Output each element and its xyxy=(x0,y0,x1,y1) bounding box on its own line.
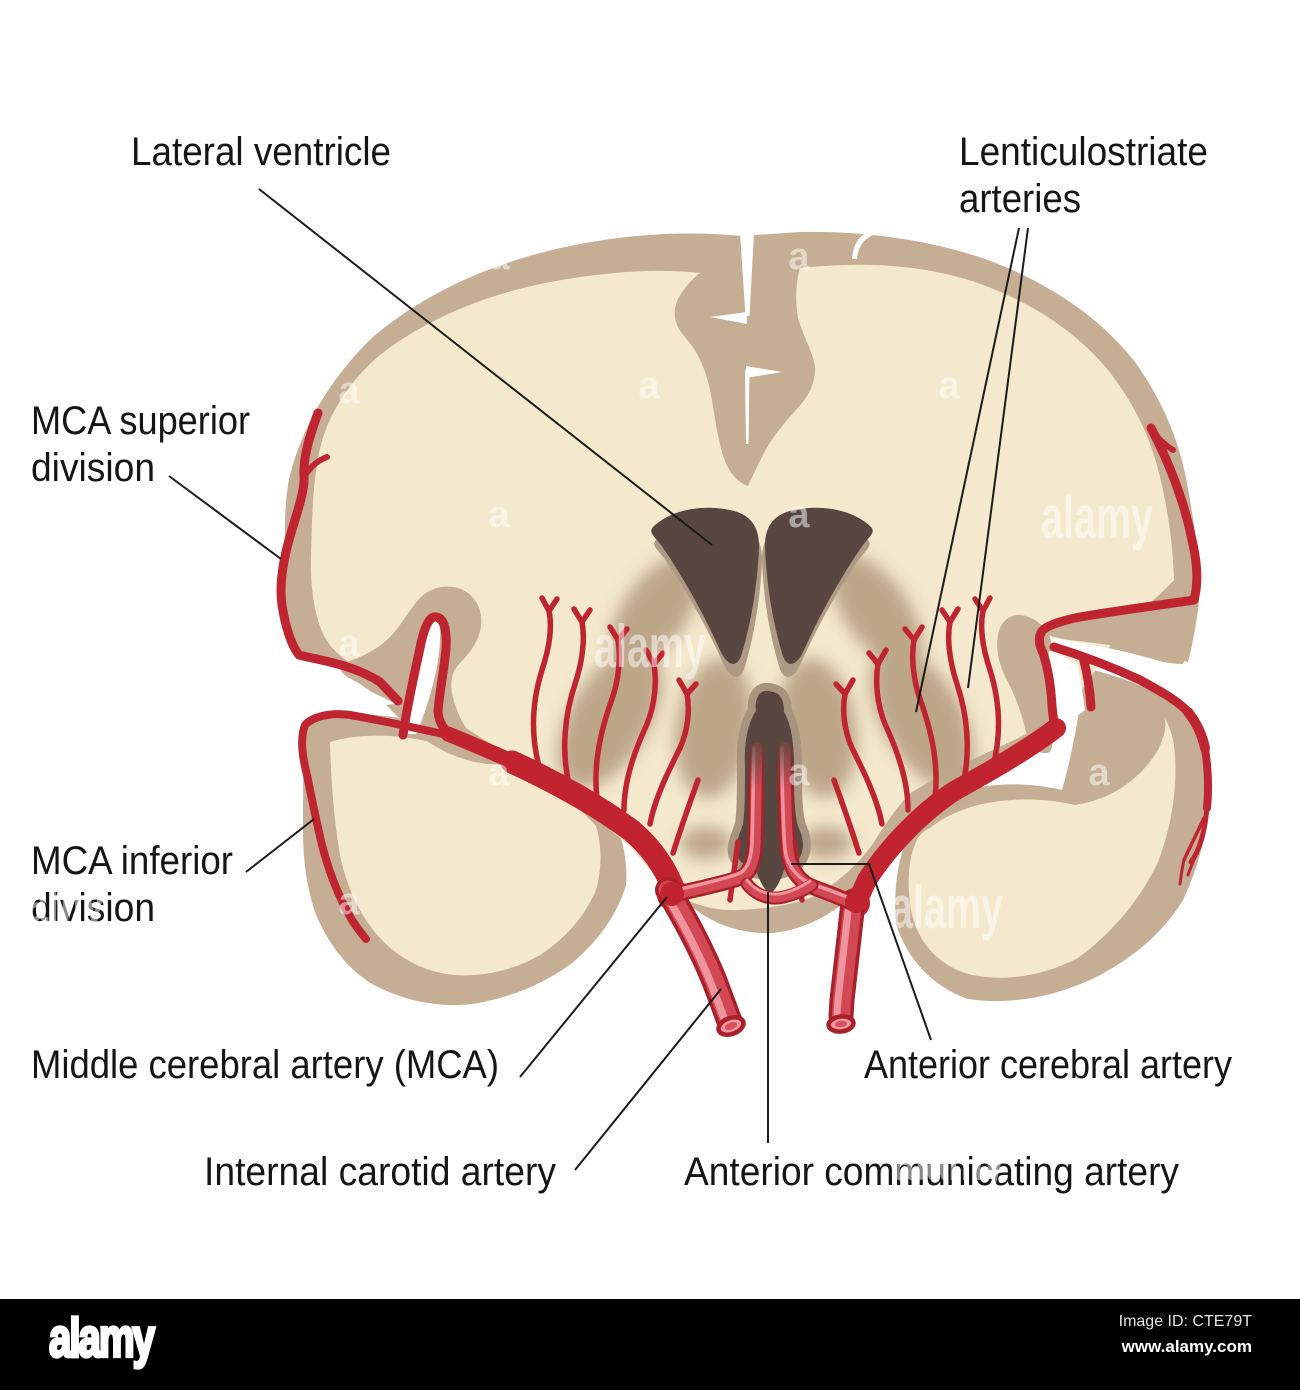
svg-text:a: a xyxy=(488,494,510,536)
svg-text:a: a xyxy=(188,494,210,536)
svg-text:Middle cerebral artery (MCA): Middle cerebral artery (MCA) xyxy=(31,1043,499,1087)
svg-text:a: a xyxy=(488,752,510,794)
svg-text:alamy: alamy xyxy=(891,874,1003,941)
svg-text:a: a xyxy=(488,1010,510,1052)
svg-text:a: a xyxy=(788,1010,810,1052)
svg-text:a: a xyxy=(938,365,960,407)
svg-text:a: a xyxy=(1238,365,1260,407)
svg-text:a: a xyxy=(1088,1010,1110,1052)
svg-text:a: a xyxy=(1238,623,1260,665)
svg-text:MCA inferior: MCA inferior xyxy=(31,839,233,883)
svg-text:division: division xyxy=(31,886,155,930)
svg-text:a: a xyxy=(338,881,360,923)
svg-text:a: a xyxy=(788,752,810,794)
svg-text:a: a xyxy=(788,236,810,278)
svg-text:Lateral ventricle: Lateral ventricle xyxy=(131,130,391,174)
svg-text:www.alamy.com: www.alamy.com xyxy=(1121,1337,1252,1356)
svg-text:a: a xyxy=(338,623,360,665)
svg-text:alamy: alamy xyxy=(1041,484,1153,551)
svg-text:a: a xyxy=(1238,881,1260,923)
svg-text:division: division xyxy=(31,446,155,490)
svg-text:Lenticulostriate: Lenticulostriate xyxy=(959,130,1208,174)
svg-text:a: a xyxy=(1088,236,1110,278)
svg-text:Anterior communicating artery: Anterior communicating artery xyxy=(684,1150,1179,1194)
svg-text:Image ID: CTE79T: Image ID: CTE79T xyxy=(1119,1313,1253,1330)
svg-text:a: a xyxy=(638,365,660,407)
svg-text:MCA superior: MCA superior xyxy=(31,399,250,443)
svg-text:a: a xyxy=(788,494,810,536)
svg-text:a: a xyxy=(1088,752,1110,794)
svg-text:alamy: alamy xyxy=(49,1307,155,1369)
svg-text:arteries: arteries xyxy=(959,177,1081,221)
svg-text:alamy: alamy xyxy=(893,1126,1005,1193)
svg-text:Internal carotid artery: Internal carotid artery xyxy=(204,1150,556,1194)
svg-text:a: a xyxy=(338,370,360,412)
svg-text:a: a xyxy=(488,236,510,278)
svg-text:a: a xyxy=(188,752,210,794)
svg-text:alamy: alamy xyxy=(594,613,706,680)
svg-text:Anterior cerebral artery: Anterior cerebral artery xyxy=(864,1043,1232,1087)
svg-text:alamy: alamy xyxy=(0,868,105,935)
